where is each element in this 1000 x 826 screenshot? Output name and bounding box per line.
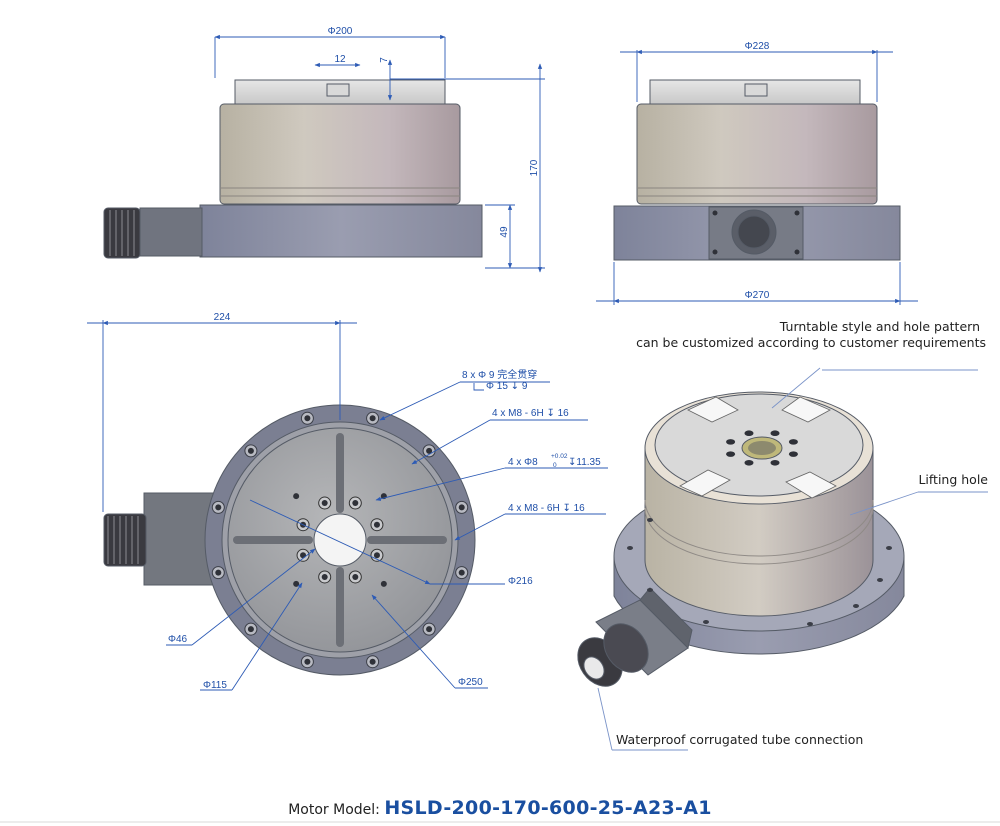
thread-hole	[293, 580, 300, 587]
note-waterproof: Waterproof corrugated tube connection	[616, 732, 863, 747]
outer-bolt-holes	[211, 411, 469, 669]
dim-connector-offset: 224	[214, 312, 231, 323]
outer-bolt-core	[215, 569, 222, 576]
dim-pcd-115: Φ115	[203, 680, 227, 691]
side-view-dimensions: Φ228 Φ270	[596, 41, 918, 305]
inner-hole-core	[373, 521, 380, 528]
front-view	[103, 79, 483, 259]
inner-hole-core	[352, 573, 359, 580]
dim-key-width: 12	[334, 54, 346, 65]
outer-bolt-core	[458, 569, 465, 576]
front-view-dimensions: Φ200 12 7 170 49	[214, 26, 545, 273]
dim-housing-diameter: Φ228	[745, 41, 770, 52]
outer-bolt-core	[458, 504, 465, 511]
outer-bolt-core	[426, 447, 433, 454]
note-lifting-hole: Lifting hole	[918, 472, 988, 487]
iso-top-holes	[726, 430, 798, 466]
dim-thread-outer: 4 x M8 - 6H ↧ 16	[492, 408, 569, 419]
dim-key-height: 7	[379, 57, 390, 63]
iso-hole	[726, 451, 736, 457]
dim-base-height: 49	[499, 226, 510, 238]
thread-hole	[293, 493, 300, 500]
dim-counterbore: Φ 15 ↧ 9	[486, 381, 528, 392]
dim-pin-tol-upper: +0.02	[551, 453, 568, 460]
note-turntable-line2: can be customized according to customer …	[636, 335, 986, 350]
inner-hole-core	[373, 552, 380, 559]
top-view	[103, 404, 476, 676]
inner-hole-core	[352, 500, 359, 507]
dim-pcd-216: Φ216	[508, 576, 533, 587]
side-view	[613, 79, 901, 261]
inner-hole-core	[321, 573, 328, 580]
dim-thread-inner: 4 x M8 - 6H ↧ 16	[508, 503, 585, 514]
dim-pin-depth: ↧11.35	[568, 457, 601, 468]
inner-holes	[293, 493, 387, 587]
iso-hole	[726, 439, 736, 445]
motor-model-number: HSLD-200-170-600-25-A23-A1	[384, 797, 712, 819]
inner-hole-core	[321, 500, 328, 507]
dim-through-holes: 8 x Φ 9 完全贯穿	[462, 368, 537, 381]
dim-base-diameter: Φ270	[745, 290, 770, 301]
outer-bolt-core	[247, 447, 254, 454]
outer-bolt-core	[247, 626, 254, 633]
iso-hole	[788, 439, 798, 445]
dim-pin-holes: 4 x Φ8	[508, 457, 538, 468]
inner-hole-core	[300, 552, 307, 559]
outer-bolt-core	[304, 658, 311, 665]
iso-hole	[744, 459, 754, 466]
dim-center-bore: Φ46	[168, 634, 188, 645]
dim-top-diameter: Φ200	[328, 26, 353, 37]
annotations: Turntable style and hole pattern can be …	[597, 319, 988, 751]
note-turntable-line1: Turntable style and hole pattern	[779, 319, 980, 334]
dim-pin-tol-lower: 0	[553, 462, 557, 469]
iso-hole	[788, 451, 798, 457]
outer-bolt-core	[369, 658, 376, 665]
thread-hole	[380, 580, 387, 587]
outer-bolt-core	[304, 415, 311, 422]
top-view-dimensions: 224 8 x Φ 9 完全贯穿 Φ 15 ↧ 9 4 x M8 - 6H ↧ …	[87, 312, 608, 691]
dim-pcd-250: Φ250	[458, 677, 483, 688]
dim-total-height: 170	[529, 159, 540, 176]
motor-model-label: Motor Model:	[288, 802, 385, 818]
iso-hole	[744, 430, 754, 437]
iso-hole	[770, 430, 780, 437]
outer-bolt-core	[426, 626, 433, 633]
isometric-view	[577, 391, 905, 687]
outer-bolt-core	[369, 415, 376, 422]
iso-hole	[770, 459, 780, 466]
motor-model-caption: Motor Model: HSLD-200-170-600-25-A23-A1	[0, 797, 1000, 819]
outer-bolt-core	[215, 504, 222, 511]
